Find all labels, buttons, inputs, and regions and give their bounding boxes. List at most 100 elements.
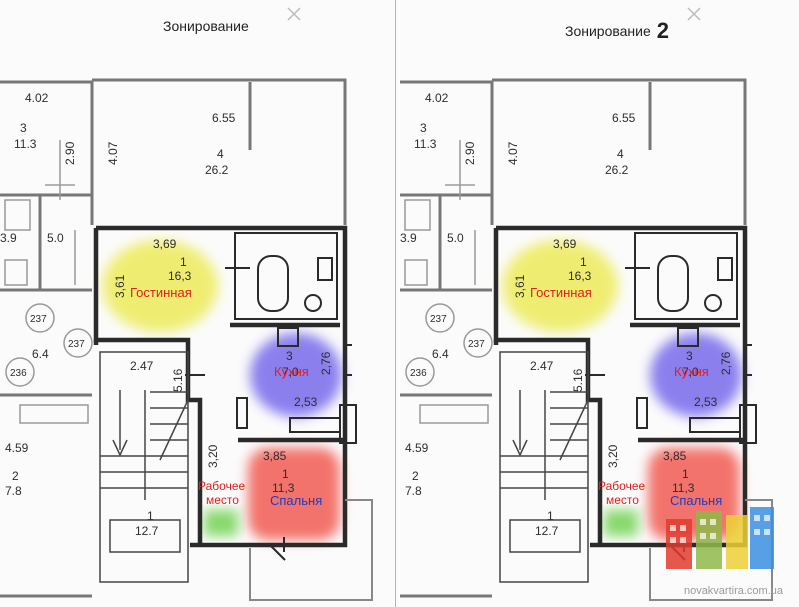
room-236: 236 bbox=[10, 368, 27, 379]
work-zone-label-line1: Рабочее bbox=[598, 479, 645, 493]
room-3-number: 3 bbox=[20, 121, 27, 135]
kitchen-zone bbox=[250, 333, 342, 417]
dim-253: 2,53 bbox=[294, 395, 318, 409]
bedroom-zone-label: Спальня bbox=[270, 493, 322, 508]
work-zone-label-line1: Рабочее bbox=[198, 479, 245, 493]
room-5-area: 5.0 bbox=[447, 231, 464, 245]
room-3-area: 11.3 bbox=[14, 137, 37, 151]
room-236: 236 bbox=[410, 368, 427, 379]
living-zone bbox=[502, 240, 618, 332]
dim-385: 3,85 bbox=[663, 449, 687, 463]
watermark: novakvartira.com.ua bbox=[683, 585, 783, 597]
room-237b: 237 bbox=[68, 339, 85, 350]
title-left: Зонирование bbox=[163, 18, 249, 34]
floor-plan: 4.02 6.55 2.90 4.07 3,69 3,61 2.47 5.16 … bbox=[0, 7, 373, 601]
staircase bbox=[499, 351, 589, 583]
dim-459: 4.59 bbox=[405, 441, 429, 455]
plan-panel-left: 4.02 6.55 2.90 4.07 3,69 3,61 2.47 5.16 … bbox=[0, 0, 399, 607]
dim-247: 2.47 bbox=[530, 359, 554, 373]
dim-276: 2,76 bbox=[319, 351, 333, 375]
balcony bbox=[649, 499, 773, 601]
dim-290: 2.90 bbox=[463, 141, 477, 165]
site-logo bbox=[666, 507, 774, 569]
neighbor-walls bbox=[0, 78, 347, 598]
room-64-area: 6.4 bbox=[32, 347, 49, 361]
room-4-area: 26.2 bbox=[205, 163, 229, 177]
room-2-number: 2 bbox=[412, 469, 419, 483]
room-5-area: 5.0 bbox=[47, 231, 64, 245]
bedroom-zone-label: Спальня bbox=[670, 493, 722, 508]
bedroom-area: 11,3 bbox=[272, 481, 295, 495]
interior-details bbox=[185, 232, 357, 561]
bedroom-number: 1 bbox=[282, 467, 289, 481]
dim-516: 5.16 bbox=[171, 368, 185, 392]
interior-details bbox=[585, 232, 757, 561]
zone-labels: Гостинная Кухня Спальня Рабочее место bbox=[130, 285, 322, 508]
room-1-number: 1 bbox=[580, 255, 587, 269]
work-zone bbox=[204, 510, 238, 536]
room-1-area: 16,3 bbox=[568, 269, 592, 283]
work-zone-label-line2: место bbox=[206, 493, 239, 507]
dim-402: 4.02 bbox=[25, 91, 49, 105]
living-zone-label: Гостинная bbox=[130, 285, 192, 300]
room-2-area: 7.8 bbox=[405, 484, 422, 498]
dimension-labels: 4.02 6.55 2.90 4.07 3,69 3,61 2.47 5.16 … bbox=[5, 91, 333, 468]
neighbor-fixtures bbox=[404, 140, 493, 424]
dim-402: 4.02 bbox=[425, 91, 449, 105]
room-4-number: 4 bbox=[217, 147, 224, 161]
dim-361: 3,61 bbox=[513, 274, 527, 298]
room-1-area: 16,3 bbox=[168, 269, 192, 283]
dim-407: 4.07 bbox=[506, 141, 520, 165]
room-3-area: 11.3 bbox=[414, 137, 437, 151]
kitchen-zone-label: Кухня bbox=[674, 364, 709, 379]
bedroom-area: 11,3 bbox=[672, 481, 695, 495]
dim-290: 2.90 bbox=[63, 141, 77, 165]
dim-276: 2,76 bbox=[719, 351, 733, 375]
room-39-area: 3.9 bbox=[400, 231, 417, 245]
room-64-area: 6.4 bbox=[432, 347, 449, 361]
stair-area: 12.7 bbox=[535, 524, 559, 538]
kitchen-area: 7,0 bbox=[282, 365, 299, 379]
dim-407: 4.07 bbox=[106, 141, 120, 165]
zone-labels: Гостинная Кухня Спальня Рабочее место bbox=[530, 285, 722, 508]
work-zone bbox=[604, 510, 638, 536]
balcony bbox=[249, 499, 373, 601]
room-237b: 237 bbox=[468, 339, 485, 350]
neighbor-walls bbox=[400, 78, 747, 598]
kitchen-number: 3 bbox=[286, 349, 293, 363]
room-237a: 237 bbox=[430, 314, 447, 325]
dim-459: 4.59 bbox=[5, 441, 29, 455]
zones bbox=[502, 240, 742, 540]
kitchen-zone-label: Кухня bbox=[274, 364, 309, 379]
room-2-area: 7.8 bbox=[5, 484, 22, 498]
stair-area: 12.7 bbox=[135, 524, 159, 538]
dim-369: 3,69 bbox=[553, 237, 577, 251]
kitchen-area: 7,0 bbox=[682, 365, 699, 379]
room-39-area: 3.9 bbox=[0, 231, 17, 245]
room-4-number: 4 bbox=[617, 147, 624, 161]
room-1-number: 1 bbox=[180, 255, 187, 269]
bedroom-number: 1 bbox=[682, 467, 689, 481]
dim-361: 3,61 bbox=[113, 274, 127, 298]
staircase bbox=[99, 351, 189, 583]
corner-mark-icon bbox=[287, 7, 301, 21]
panel-divider bbox=[395, 0, 396, 607]
dim-516: 5.16 bbox=[571, 368, 585, 392]
dim-320: 3,20 bbox=[606, 444, 620, 468]
corner-mark-icon bbox=[687, 7, 701, 21]
floor-plan: 4.02 6.55 2.90 4.07 3,69 3,61 2.47 5.16 … bbox=[400, 7, 773, 601]
dim-320: 3,20 bbox=[206, 444, 220, 468]
kitchen-number: 3 bbox=[686, 349, 693, 363]
title-right-text: Зонирование bbox=[565, 23, 651, 39]
dim-385: 3,85 bbox=[263, 449, 287, 463]
living-zone-label: Гостинная bbox=[530, 285, 592, 300]
dim-247: 2.47 bbox=[130, 359, 154, 373]
room-3-number: 3 bbox=[420, 121, 427, 135]
zones bbox=[102, 240, 342, 540]
work-zone-label-line2: место bbox=[606, 493, 639, 507]
room-labels: 3 11.3 4 26.2 5.0 3.9 1 16,3 3 7,0 1 11,… bbox=[400, 121, 699, 538]
room-labels: 3 11.3 4 26.2 5.0 3.9 1 16,3 3 7,0 1 11,… bbox=[0, 121, 299, 538]
bedroom-zone bbox=[248, 448, 340, 540]
dim-253: 2,53 bbox=[694, 395, 718, 409]
